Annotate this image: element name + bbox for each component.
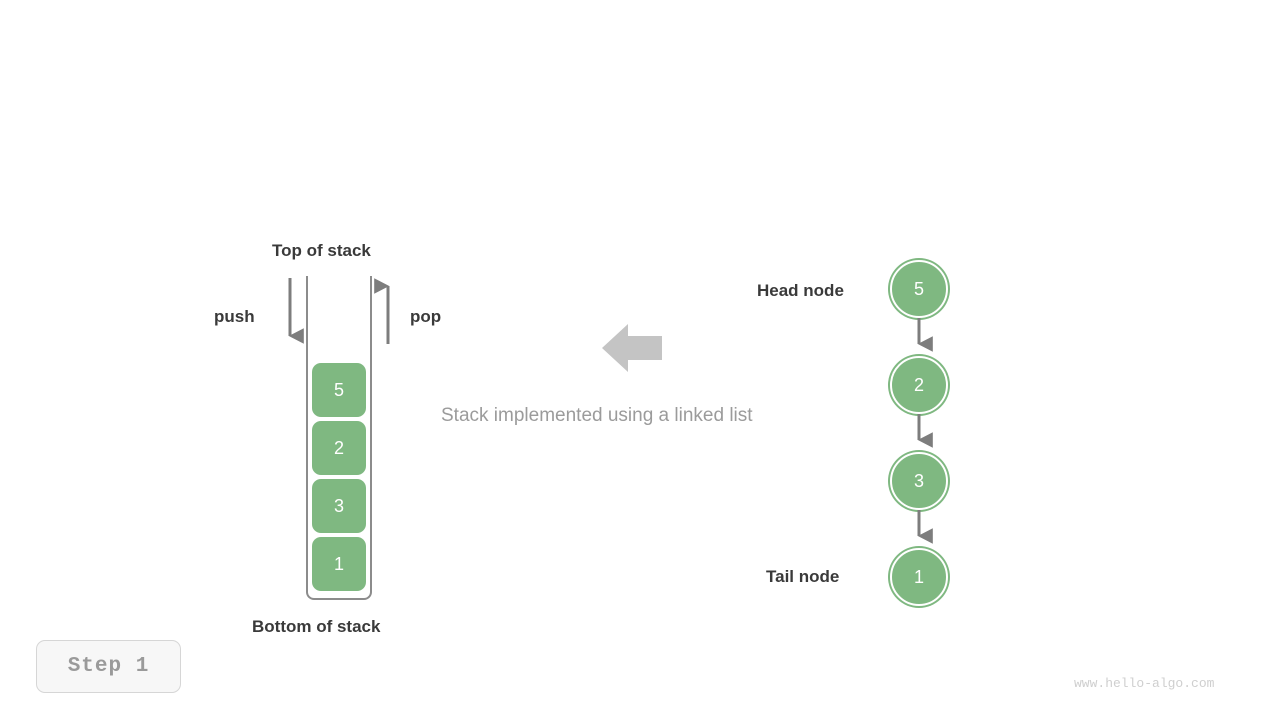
watermark: www.hello-algo.com — [1074, 676, 1215, 691]
stack-element[interactable]: 3 — [312, 479, 366, 533]
diagram-caption: Stack implemented using a linked list — [441, 405, 753, 426]
bottom-of-stack-label: Bottom of stack — [252, 617, 381, 636]
tail-node-label: Tail node — [766, 567, 840, 586]
step-badge: Step 1 — [36, 640, 181, 693]
pop-arrow-icon — [374, 278, 390, 344]
step-badge-label: Step 1 — [67, 655, 150, 678]
link-arrow-icon — [917, 414, 933, 448]
stack-element[interactable]: 2 — [312, 421, 366, 475]
stack-illustration: Top of stack push pop 5 2 — [0, 0, 520, 720]
stack-elements: 5 2 3 1 — [312, 363, 366, 591]
head-node-label: Head node — [757, 281, 844, 300]
pop-label: pop — [410, 307, 442, 326]
stack-container — [306, 276, 372, 600]
link-arrow-icon — [917, 318, 933, 352]
push-arrow-icon — [288, 278, 304, 344]
arrow-left-icon — [602, 324, 662, 372]
list-node[interactable]: 3 — [890, 452, 948, 510]
list-node[interactable]: 5 — [890, 260, 948, 318]
list-node[interactable]: 2 — [890, 356, 948, 414]
list-node[interactable]: 1 — [890, 548, 948, 606]
stack-element[interactable]: 1 — [312, 537, 366, 591]
push-label: push — [214, 307, 255, 326]
stack-element[interactable]: 5 — [312, 363, 366, 417]
top-of-stack-label: Top of stack — [272, 241, 371, 260]
link-arrow-icon — [917, 510, 933, 544]
